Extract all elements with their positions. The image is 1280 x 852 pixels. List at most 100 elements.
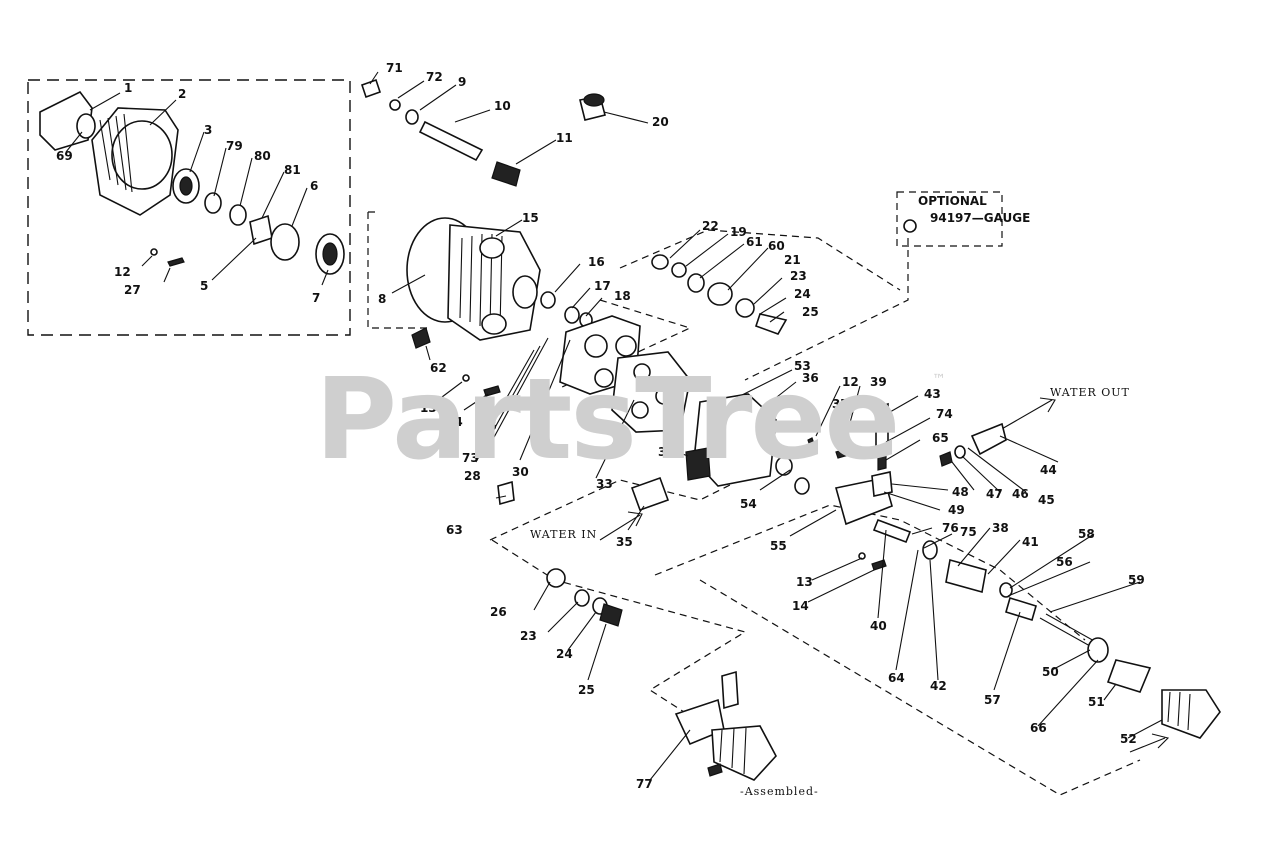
callout-15: 15 (522, 211, 539, 225)
callout-49: 49 (948, 503, 965, 517)
water-out-caption: WATER OUT (1050, 386, 1130, 399)
callout-72: 72 (426, 70, 443, 84)
callout-23: 23 (790, 269, 807, 283)
callout-34: 34 (658, 445, 675, 459)
water-in-arrow (599, 511, 643, 541)
callout-13: 13 (420, 401, 437, 415)
callout-37: 37 (832, 397, 849, 411)
callout-51: 51 (1088, 695, 1105, 709)
callout-2: 2 (178, 87, 186, 101)
callout-24: 24 (794, 287, 811, 301)
callout-10: 10 (494, 99, 511, 113)
assembled-unloader (674, 670, 777, 781)
callout-13: 13 (796, 575, 813, 589)
callout-28: 28 (464, 469, 481, 483)
callout-55: 55 (770, 539, 787, 553)
pump-housing (406, 217, 541, 397)
callout-14: 14 (446, 415, 463, 429)
callout-7: 7 (312, 291, 320, 305)
callout-23: 23 (520, 629, 537, 643)
optional-gauge-box (896, 191, 1003, 247)
callout-20: 20 (652, 115, 669, 129)
callout-12: 12 (842, 375, 859, 389)
output-arrow (1129, 733, 1170, 753)
callout-71: 71 (386, 61, 403, 75)
callout-50: 50 (1042, 665, 1059, 679)
callout-16: 16 (588, 255, 605, 269)
callout-24: 24 (556, 647, 573, 661)
callout-39: 39 (870, 375, 887, 389)
callout-25: 25 (578, 683, 595, 697)
callout-65: 65 (932, 431, 949, 445)
trademark-symbol: ™ (932, 372, 946, 388)
callout-40: 40 (870, 619, 887, 633)
gearbox-group-box (27, 79, 351, 336)
callout-1: 1 (124, 81, 132, 95)
callout-38: 38 (992, 521, 1009, 535)
callout-22: 22 (702, 219, 719, 233)
watermark: PartsTree (315, 355, 900, 485)
callout-35: 35 (616, 535, 633, 549)
callout-25: 25 (802, 305, 819, 319)
callout-44: 44 (1040, 463, 1057, 477)
water-out-arrow (999, 397, 1056, 431)
assembled-caption: -Assembled- (740, 785, 819, 798)
callout-14: 14 (792, 599, 809, 613)
callout-59: 59 (1128, 573, 1145, 587)
callout-36: 36 (802, 371, 819, 385)
head-group-outline (367, 211, 430, 329)
callout-43: 43 (924, 387, 941, 401)
callout-53: 53 (794, 359, 811, 373)
callout-45: 45 (1038, 493, 1055, 507)
callout-18: 18 (614, 289, 631, 303)
callout-77: 77 (636, 777, 653, 791)
callout-46: 46 (1012, 487, 1029, 501)
callout-27: 27 (124, 283, 141, 297)
callout-30: 30 (512, 465, 529, 479)
callout-9: 9 (458, 75, 466, 89)
callout-33: 33 (596, 477, 613, 491)
callout-8: 8 (378, 292, 386, 306)
callout-79: 79 (226, 139, 243, 153)
gauge-drop (744, 238, 909, 381)
callout-17: 17 (594, 279, 611, 293)
callout-47: 47 (986, 487, 1003, 501)
callout-56: 56 (1056, 555, 1073, 569)
optional-title: OPTIONAL (918, 194, 987, 208)
inlet-valve-parts (497, 480, 623, 627)
callout-66: 66 (1030, 721, 1047, 735)
assembly-path-2 (654, 504, 1141, 796)
manifold-plates (559, 315, 810, 512)
callout-73: 73 (462, 451, 479, 465)
callout-69: 69 (56, 149, 73, 163)
callout-60: 60 (768, 239, 785, 253)
callout-3: 3 (204, 123, 212, 137)
callout-63: 63 (446, 523, 463, 537)
callout-57: 57 (984, 693, 1001, 707)
callout-61: 61 (746, 235, 763, 249)
water-in-caption: WATER IN (530, 528, 597, 541)
callout-76: 76 (942, 521, 959, 535)
callout-26: 26 (490, 605, 507, 619)
callout-6: 6 (310, 179, 318, 193)
valve-group-outline (559, 229, 901, 389)
optional-gauge-part: 94197—GAUGE (930, 211, 1030, 225)
gearbox-parts (39, 90, 345, 275)
callout-48: 48 (952, 485, 969, 499)
callout-62: 62 (430, 361, 447, 375)
callout-81: 81 (284, 163, 301, 177)
unloader-parts (807, 219, 1221, 739)
leader-lines (65, 71, 1163, 781)
callout-54: 54 (740, 497, 757, 511)
callout-80: 80 (254, 149, 271, 163)
callout-26: 26 (480, 419, 497, 433)
crank-parts (360, 78, 606, 187)
callout-75: 75 (960, 525, 977, 539)
callout-41: 41 (1022, 535, 1039, 549)
callout-74: 74 (936, 407, 953, 421)
callout-5: 5 (200, 279, 208, 293)
callout-52: 52 (1120, 732, 1137, 746)
